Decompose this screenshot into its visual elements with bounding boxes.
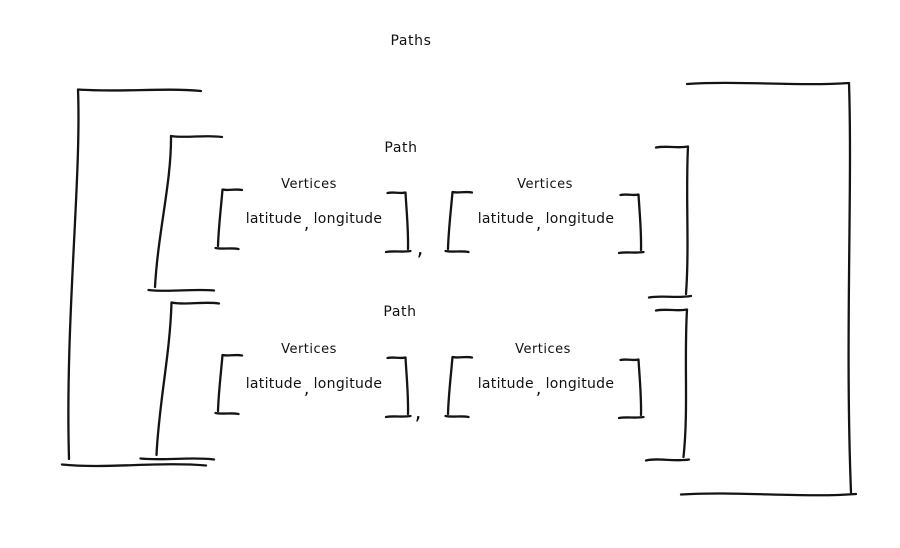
outer-right-bracket — [679, 81, 858, 497]
p2v1-left-bracket — [214, 353, 244, 416]
diagram-title: Paths — [390, 33, 432, 49]
p2v2-vertices-label: Vertices — [515, 342, 571, 357]
p2v1-field-comma: , — [303, 379, 310, 399]
p1v1-latlng: latitude , longitude — [245, 211, 383, 233]
p1v2-latitude: latitude — [477, 211, 534, 227]
path2-left-bracket — [139, 301, 221, 461]
p1v1-field-comma: , — [303, 214, 310, 234]
p1v2-vertices-label: Vertices — [517, 177, 573, 192]
p1v1-vertices-label: Vertices — [281, 177, 337, 192]
p1v2-right-bracket — [617, 193, 645, 255]
outer-left-bracket — [60, 88, 208, 468]
p1v1-latitude: latitude — [245, 211, 302, 227]
p2v2-right-bracket — [617, 358, 645, 420]
p1v2-field-comma: , — [535, 214, 542, 234]
p2v1-longitude: longitude — [313, 376, 383, 392]
p2v2-longitude: longitude — [545, 376, 615, 392]
p1v2-longitude: longitude — [545, 211, 615, 227]
p2v1-vertices-label: Vertices — [281, 342, 337, 357]
p2v2-left-bracket — [444, 355, 474, 419]
p1v1-right-bracket — [384, 191, 412, 254]
path1-label: Path — [384, 140, 418, 156]
p2v2-latlng: latitude , longitude — [477, 376, 615, 398]
p1v1-left-bracket — [214, 188, 244, 251]
path1-vertex-separator: , — [416, 236, 424, 261]
path1-right-bracket — [647, 145, 693, 299]
p2v1-latlng: latitude , longitude — [245, 376, 383, 398]
p1v1-longitude: longitude — [313, 211, 383, 227]
p2v2-latitude: latitude — [477, 376, 534, 392]
path1-left-bracket — [147, 134, 224, 292]
p2v1-right-bracket — [384, 356, 412, 419]
p2v1-latitude: latitude — [245, 376, 302, 392]
p2v2-field-comma: , — [535, 379, 542, 399]
path2-vertex-separator: , — [414, 400, 422, 425]
p1v2-latlng: latitude , longitude — [477, 211, 615, 233]
path2-label: Path — [383, 304, 417, 320]
p1v2-left-bracket — [444, 190, 474, 254]
path2-right-bracket — [644, 308, 691, 462]
